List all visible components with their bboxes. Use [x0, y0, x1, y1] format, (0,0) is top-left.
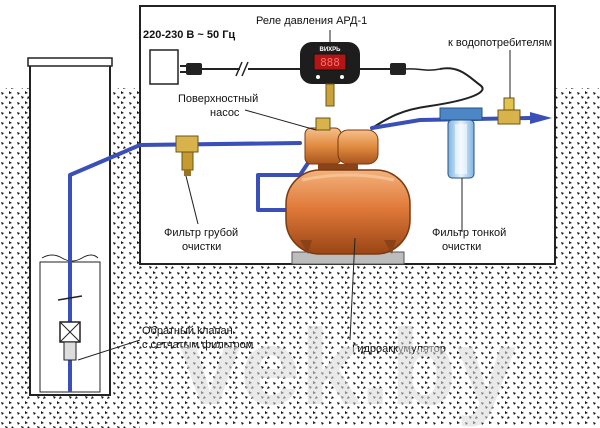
power-cable: [149, 49, 484, 129]
accumulator-label: Гидроаккумулятор: [352, 343, 446, 355]
pump-label-line1: Поверхностный: [178, 93, 258, 105]
water-pipe: [68, 116, 532, 392]
power-plug-icon: [186, 63, 202, 75]
leader-lines: [77, 30, 511, 361]
power-supply-label: 220-230 В ~ 50 Гц: [143, 29, 235, 41]
watermark: vek.by: [180, 306, 516, 427]
relay-label: Реле давления АРД-1: [256, 15, 367, 27]
fine-filter-label-line2: очистки: [442, 241, 481, 253]
consumers-label: к водопотребителям: [448, 37, 552, 49]
outlet-arrow-icon: [530, 112, 552, 124]
coarse-filter: [175, 135, 199, 176]
plug-icon: [390, 63, 406, 75]
pump-label-line2: насос: [210, 107, 240, 119]
pressure-relay: 888 ВИХРЬ: [300, 42, 360, 107]
relay-display: 888: [320, 56, 340, 69]
check-valve-label-line1: Обратный клапан: [142, 325, 233, 337]
fine-filter: [439, 107, 483, 179]
hydro-accumulator: [285, 169, 411, 265]
coarse-filter-label-line1: Фильтр грубой: [164, 227, 238, 239]
wall-socket: [149, 49, 179, 85]
surface-pump: [304, 117, 379, 170]
coarse-filter-label-line2: очистки: [182, 241, 221, 253]
consumer-valve: [497, 97, 521, 125]
check-valve-label-line2: с сетчатым фильтром: [142, 339, 253, 351]
check-valve: [57, 295, 83, 361]
relay-brand: ВИХРЬ: [320, 47, 342, 53]
fine-filter-label-line1: Фильтр тонкой: [432, 227, 506, 239]
ground: [0, 88, 600, 428]
